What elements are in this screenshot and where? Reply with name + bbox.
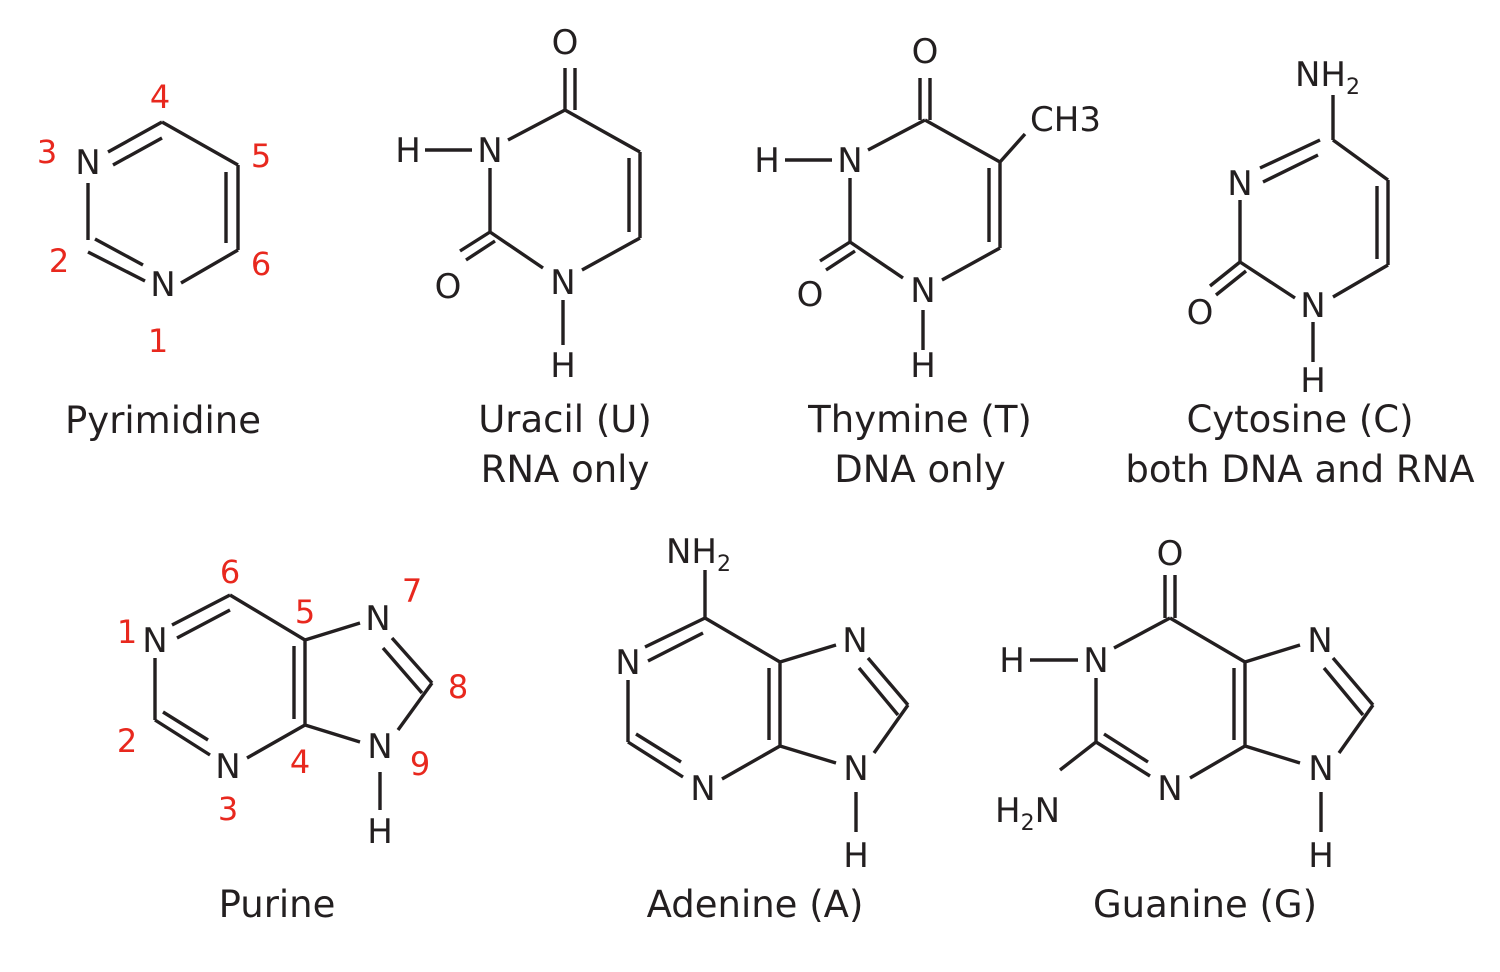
purine-position-1: 1 (117, 613, 137, 651)
pyrimidine-n3: N (75, 143, 100, 183)
purine-position-4: 4 (290, 743, 310, 781)
guanine-h9: H (1308, 836, 1334, 876)
cytosine-h1: H (1300, 361, 1326, 401)
uracil-n3: N (477, 131, 502, 171)
purine-position-5: 5 (295, 593, 315, 631)
purine-position-3: 3 (218, 790, 238, 828)
cytosine-o2: O (1187, 293, 1214, 333)
thymine-structure: O CH3 H N O N H Thymine (T) DNA only (754, 32, 1101, 491)
pyrimidine-label: Pyrimidine (65, 399, 261, 442)
guanine-structure: O H N N N N H H2N Guanine (G) (995, 534, 1375, 926)
pyrimidine-position-5: 5 (251, 137, 271, 175)
adenine-n1: N (615, 643, 640, 683)
thymine-o4: O (912, 32, 939, 72)
purine-n9: N (367, 727, 392, 767)
guanine-n9: N (1308, 749, 1333, 789)
purine-h9: H (367, 812, 393, 852)
uracil-n1: N (550, 263, 575, 303)
pyrimidine-position-2: 2 (49, 242, 69, 280)
cytosine-nh2-sub: 2 (1346, 75, 1360, 100)
pyrimidine-structure: N N 1 2 3 4 5 6 Pyrimidine (37, 78, 271, 442)
adenine-n9: N (843, 749, 868, 789)
guanine-o6: O (1157, 534, 1184, 574)
adenine-structure: NH2 N N N N H Adenine (A) (615, 532, 910, 926)
cytosine-structure: NH2 N O N H Cytosine (C) both DNA and RN… (1125, 55, 1474, 491)
thymine-h3: H (754, 141, 780, 181)
guanine-n7: N (1307, 621, 1332, 661)
thymine-methyl: CH3 (1030, 100, 1101, 140)
thymine-label: Thymine (T) (807, 398, 1032, 441)
guanine-n1: N (1083, 641, 1108, 681)
cytosine-nh2-nh: NH (1295, 55, 1346, 95)
adenine-n7: N (842, 621, 867, 661)
guanine-bonds (1030, 575, 1375, 832)
guanine-h2n-h: H (995, 791, 1021, 831)
pyrimidine-position-3: 3 (37, 133, 57, 171)
cytosine-bonds (1208, 95, 1390, 362)
adenine-h9: H (843, 836, 869, 876)
thymine-n3: N (837, 141, 862, 181)
thymine-note: DNA only (834, 448, 1006, 491)
guanine-h2n-sub: 2 (1021, 811, 1035, 836)
uracil-label: Uracil (U) (478, 398, 652, 441)
pyrimidine-position-4: 4 (150, 78, 170, 116)
uracil-h1: H (550, 346, 576, 386)
guanine-label: Guanine (G) (1093, 883, 1317, 926)
cytosine-n3: N (1227, 164, 1252, 204)
adenine-n3: N (690, 769, 715, 809)
guanine-n3: N (1157, 769, 1182, 809)
uracil-note: RNA only (481, 448, 650, 491)
thymine-bonds (785, 78, 1027, 350)
purine-position-7: 7 (402, 572, 422, 610)
purine-n3: N (215, 747, 240, 787)
cytosine-n1: N (1300, 286, 1325, 326)
purine-n7: N (365, 599, 390, 639)
pyrimidine-position-1: 1 (148, 322, 168, 360)
pyrimidine-position-6: 6 (251, 245, 271, 283)
adenine-nh2: NH2 (666, 532, 731, 577)
cytosine-label: Cytosine (C) (1186, 398, 1413, 441)
cytosine-nh2: NH2 (1295, 55, 1360, 100)
guanine-h2n-n: N (1035, 791, 1060, 831)
pyrimidine-bonds (86, 120, 240, 285)
uracil-structure: O H N O N H Uracil (U) RNA only (395, 23, 652, 491)
uracil-o2: O (435, 267, 462, 307)
purine-position-9: 9 (410, 745, 430, 783)
uracil-h3: H (395, 131, 421, 171)
purine-position-6: 6 (220, 553, 240, 591)
purine-label: Purine (219, 883, 336, 926)
purine-position-2: 2 (117, 722, 137, 760)
guanine-h2n: H2N (995, 791, 1060, 836)
adenine-nh2-nh: NH (666, 532, 717, 572)
adenine-label: Adenine (A) (647, 883, 864, 926)
uracil-o4: O (552, 23, 579, 63)
purine-position-8: 8 (448, 668, 468, 706)
purine-structure: N N N N H 1 2 3 4 5 6 7 8 9 Purine (117, 553, 468, 926)
thymine-methyl-h3: H3 (1054, 100, 1101, 140)
purine-bonds (153, 593, 434, 810)
pyrimidine-n1: N (150, 265, 175, 305)
adenine-bonds (626, 570, 910, 832)
uracil-bonds (425, 68, 642, 345)
purine-n1: N (142, 621, 167, 661)
thymine-o2: O (797, 275, 824, 315)
cytosine-note: both DNA and RNA (1125, 448, 1474, 491)
adenine-nh2-sub: 2 (717, 552, 731, 577)
thymine-h1: H (910, 346, 936, 386)
guanine-h1: H (999, 641, 1025, 681)
thymine-methyl-c: C (1030, 100, 1054, 140)
thymine-n1: N (910, 271, 935, 311)
